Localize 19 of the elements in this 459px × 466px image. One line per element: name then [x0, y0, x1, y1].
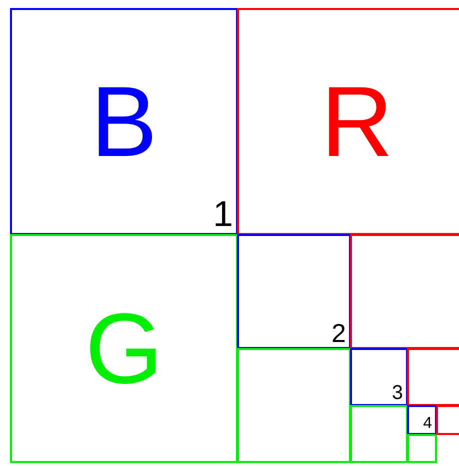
square [350, 234, 459, 349]
letter: G [85, 298, 163, 398]
square [407, 405, 437, 435]
number: 4 [423, 416, 432, 432]
square [237, 8, 459, 235]
square [10, 8, 238, 235]
square [237, 348, 351, 463]
number: 1 [212, 196, 233, 232]
square [407, 434, 437, 463]
square [436, 405, 459, 435]
square [237, 234, 351, 349]
number: 2 [332, 320, 346, 346]
square [10, 234, 238, 463]
square [350, 405, 408, 463]
square [350, 348, 408, 406]
number: 3 [392, 383, 403, 403]
letter: R [320, 72, 394, 172]
square [407, 348, 459, 406]
letter: B [90, 72, 158, 172]
